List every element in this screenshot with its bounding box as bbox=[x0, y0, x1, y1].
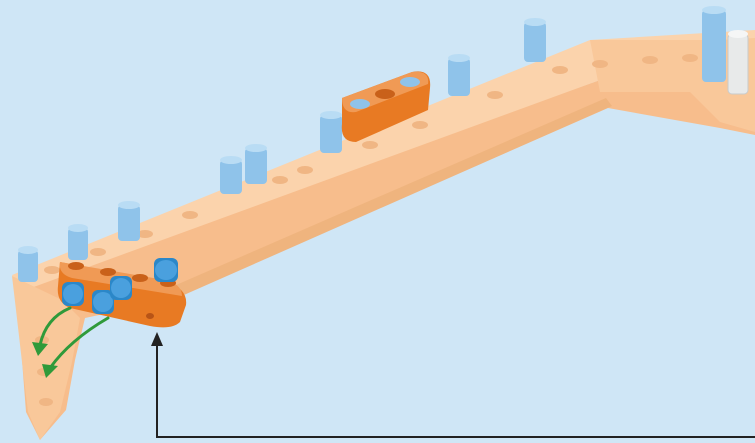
blue-pin bbox=[154, 258, 178, 282]
light-pin bbox=[448, 54, 470, 96]
light-pin bbox=[524, 18, 546, 62]
light-pin bbox=[220, 156, 242, 194]
light-pin bbox=[118, 201, 140, 241]
blue-pin bbox=[62, 282, 84, 306]
blue-pin bbox=[110, 276, 132, 300]
light-pin bbox=[245, 144, 267, 184]
light-pin bbox=[702, 6, 726, 82]
gray-pin bbox=[728, 30, 748, 94]
light-pin bbox=[68, 224, 88, 260]
light-pin bbox=[18, 246, 38, 282]
light-pin bbox=[320, 111, 342, 153]
